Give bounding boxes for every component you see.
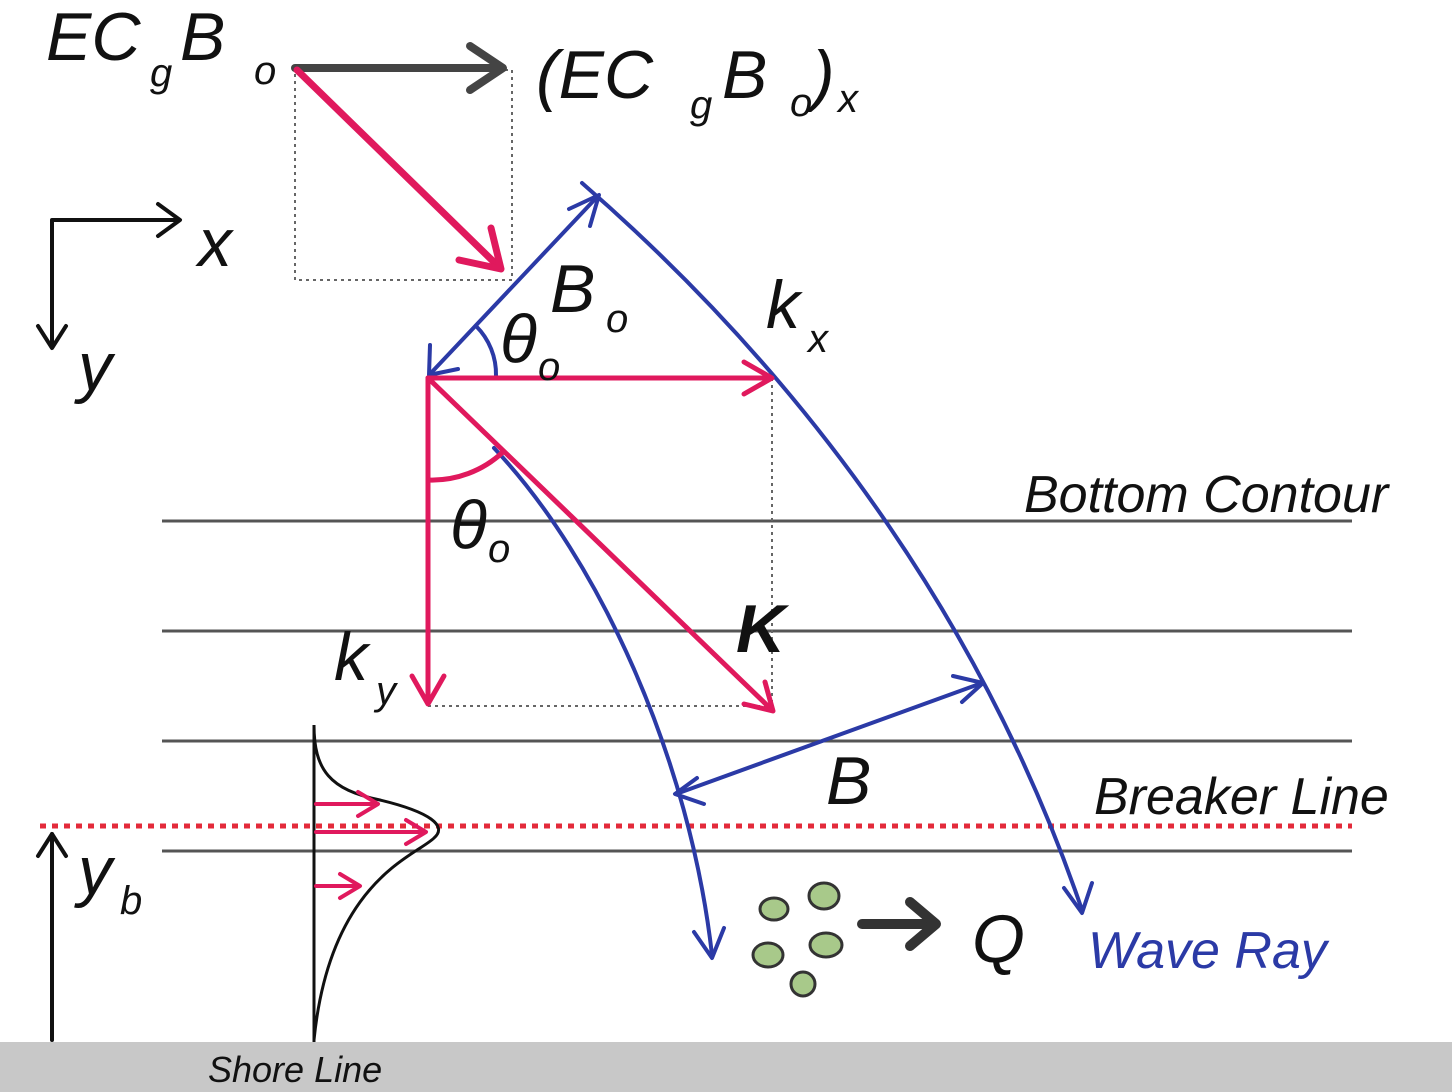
shore-band bbox=[0, 1042, 1452, 1092]
label-B: B bbox=[826, 743, 871, 819]
wave-number-vectors bbox=[409, 359, 776, 714]
theta-o-arc-bottom bbox=[425, 449, 506, 483]
label-ecgbo-x-b: B bbox=[722, 37, 767, 113]
label-ky: k bbox=[334, 619, 371, 695]
coordinate-axes bbox=[36, 202, 182, 350]
axis-x-arrow bbox=[50, 218, 180, 346]
wave-rays bbox=[492, 181, 1094, 960]
wave-ray-outer bbox=[580, 181, 1084, 912]
projection-boxes bbox=[294, 69, 773, 707]
longshore-current-profile bbox=[312, 724, 441, 1042]
energy-flux-arrow bbox=[293, 66, 505, 273]
label-kx: k bbox=[766, 267, 803, 343]
label-bottom-contour: Bottom Contour bbox=[1024, 466, 1391, 524]
label-shore-line: Shore Line bbox=[208, 1049, 382, 1090]
label-ecgbo-x-g-sub: g bbox=[690, 83, 712, 127]
crest-width-b-arrow bbox=[673, 674, 985, 806]
label-ecgbo-x-o-sub: o bbox=[790, 81, 812, 125]
axis-y-head bbox=[36, 324, 68, 350]
label-ecgbo-x: (EC bbox=[536, 37, 654, 113]
label-breaker-line: Breaker Line bbox=[1094, 768, 1389, 826]
wave-ray-outer-head bbox=[1062, 881, 1094, 915]
label-axis-x: x bbox=[195, 205, 234, 281]
bottom-contours bbox=[162, 519, 1352, 853]
label-bo: B bbox=[550, 251, 595, 327]
label-K: K bbox=[736, 591, 790, 667]
label-kx-sub: x bbox=[806, 317, 830, 361]
label-ecgbo-o-sub: o bbox=[254, 49, 276, 93]
current-profile-curve bbox=[312, 724, 441, 1041]
label-Q: Q bbox=[972, 901, 1025, 977]
label-ecgbo-x-x-sub: x bbox=[836, 77, 860, 121]
label-theta-bottom: θ bbox=[450, 487, 487, 563]
wave-ray-inner bbox=[492, 446, 714, 957]
transport-arrow bbox=[857, 897, 941, 951]
sediment-grains bbox=[751, 881, 844, 998]
label-ecgbo: EC bbox=[46, 0, 141, 75]
energy-flux-box bbox=[294, 69, 513, 281]
label-ecgbo-g-sub: g bbox=[150, 51, 172, 95]
label-yb-sub: b bbox=[120, 879, 142, 923]
label-wave-ray: Wave Ray bbox=[1088, 922, 1330, 980]
theta-o-arc-top bbox=[474, 324, 499, 378]
label-theta-top-sub: o bbox=[538, 345, 560, 389]
label-axis-y: y bbox=[74, 329, 116, 405]
label-ky-sub: y bbox=[373, 669, 399, 713]
k-arrow bbox=[425, 375, 775, 713]
label-theta-bottom-sub: o bbox=[488, 527, 510, 571]
axis-x-head bbox=[156, 202, 182, 238]
crest-width-bo-arrow bbox=[427, 193, 601, 378]
label-ecgbo-b: B bbox=[180, 0, 225, 75]
label-bo-o-sub: o bbox=[606, 297, 628, 341]
energy-flux-x-arrow bbox=[291, 42, 507, 94]
label-yb: y bbox=[74, 833, 116, 909]
wave-ray-inner-head bbox=[692, 926, 726, 960]
yb-arrow bbox=[36, 832, 68, 1042]
label-theta-top: θ bbox=[500, 301, 537, 377]
